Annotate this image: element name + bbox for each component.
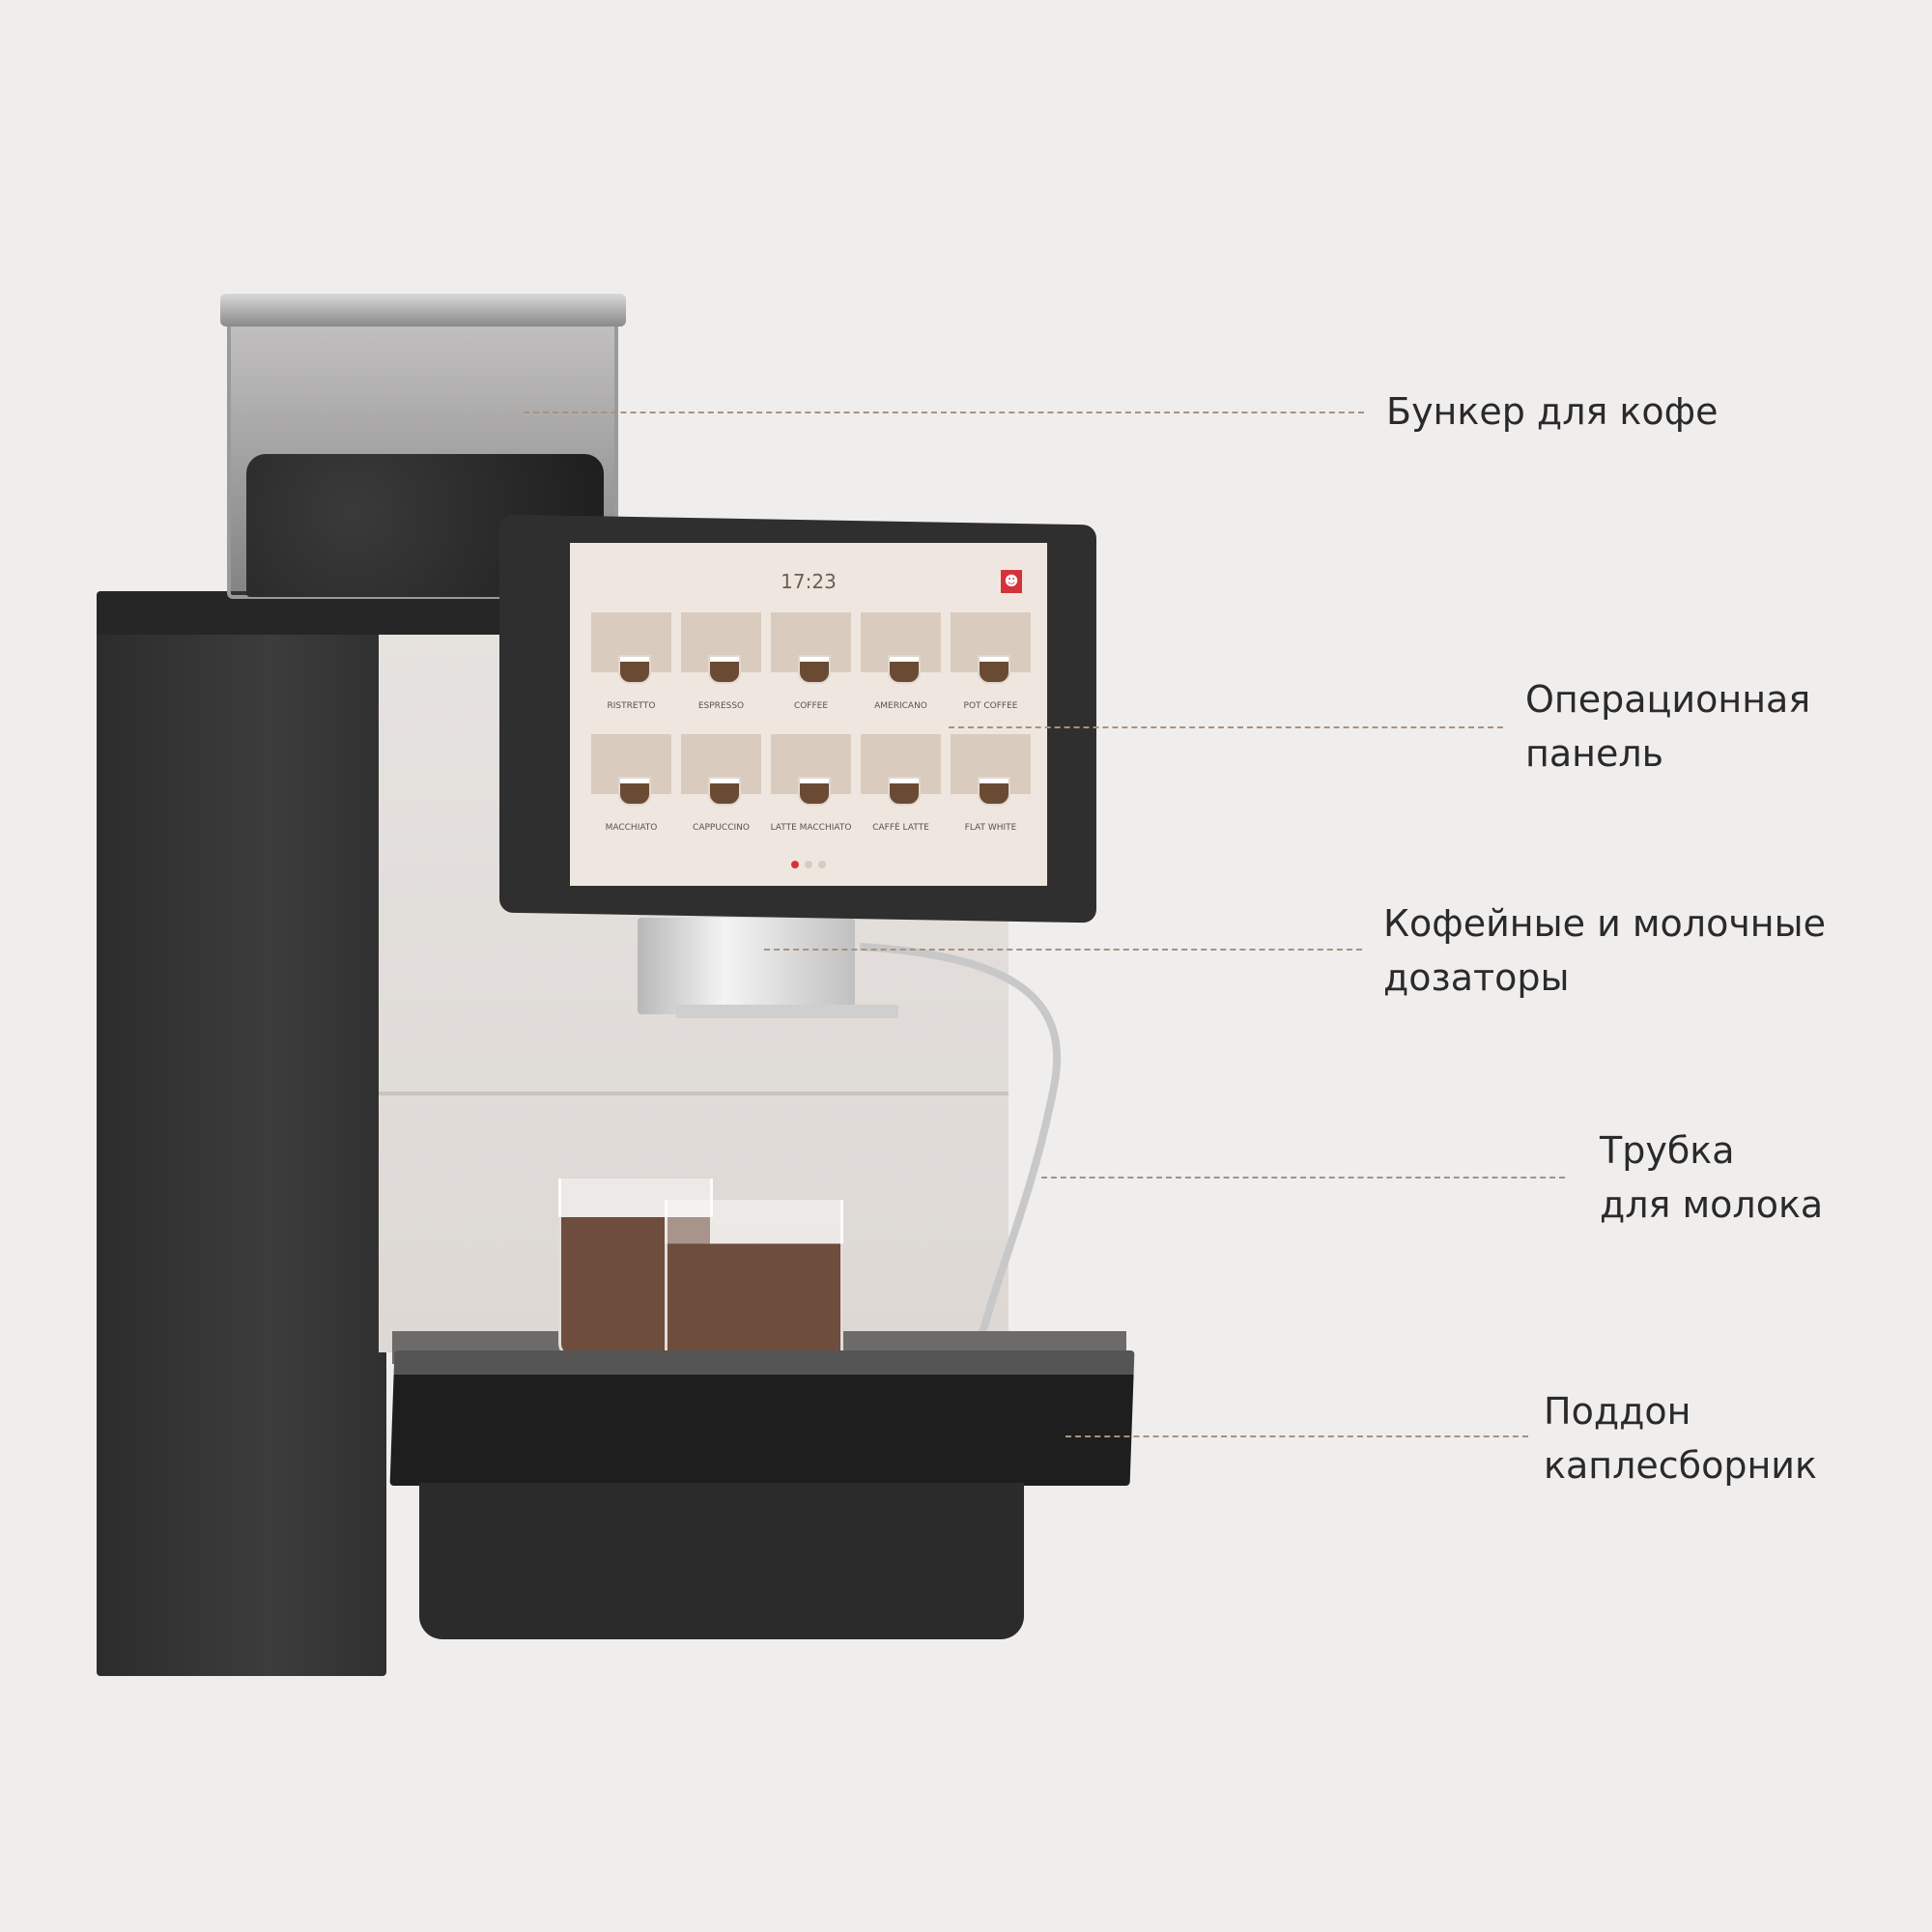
user-icon[interactable]: ☻ [1001,570,1022,593]
drink-grid: RISTRETTO ESPRESSO COFFEE AMERICANO POT … [591,612,1031,842]
callout-text: Операционная [1525,678,1811,721]
callout-drip-tray: Поддон каплесборник [1544,1384,1817,1492]
hopper-lid[interactable] [220,294,626,327]
cup-icon [888,777,921,806]
drink-tile-latte-macchiato[interactable]: LATTE MACCHIATO [771,734,851,842]
drink-tile-coffee[interactable]: COFFEE [771,612,851,721]
callout-text: Кофейные и молочные [1383,902,1827,945]
cup-icon [978,777,1010,806]
drip-tray[interactable] [389,1350,1135,1486]
drink-tile-americano[interactable]: AMERICANO [861,612,941,721]
drink-tile-ristretto[interactable]: RISTRETTO [591,612,671,721]
cup-icon [708,777,741,806]
touchscreen[interactable]: 17:23 ☻ RISTRETTO ESPRESSO COFFEE AMERIC… [570,543,1047,886]
drink-tile-macchiato[interactable]: MACCHIATO [591,734,671,842]
leader-line-drip-tray [1065,1435,1528,1437]
cup-icon [618,655,651,684]
callout-dispensers: Кофейные и молочные дозаторы [1383,896,1826,1005]
drink-tile-cappuccino[interactable]: CAPPUCCINO [681,734,761,842]
callout-text: Трубка [1600,1129,1735,1172]
page-dot[interactable] [805,861,812,868]
cup-icon [888,655,921,684]
leader-line-hopper [524,412,1364,413]
callout-hopper: Бункер для кофе [1386,384,1719,439]
machine-body [97,618,386,1676]
callout-milk-tube: Трубка для молока [1600,1123,1823,1232]
coffee-milk-dispenser [638,918,855,1014]
callout-text: панель [1525,732,1664,775]
callout-text: каплесборник [1544,1444,1817,1487]
page-dot-active[interactable] [791,861,799,868]
clock: 17:23 [781,570,837,593]
callout-panel: Операционная панель [1525,672,1810,781]
callout-text: дозаторы [1383,956,1570,999]
drink-tile-espresso[interactable]: ESPRESSO [681,612,761,721]
leader-line-panel [949,726,1503,728]
leader-line-dispensers [764,949,1362,951]
drink-tile-caffe-latte[interactable]: CAFFÈ LATTE [861,734,941,842]
cup-icon [978,655,1010,684]
drink-tile-pot-coffee[interactable]: POT COFFEE [951,612,1031,721]
cup-icon [708,655,741,684]
cup-icon [798,655,831,684]
callout-text: Поддон [1544,1390,1691,1433]
panel-seam [379,1092,1009,1095]
waste-container [419,1483,1024,1639]
callout-text: Бункер для кофе [1386,390,1719,433]
dispenser-base [676,1005,898,1018]
cup-icon [618,777,651,806]
callout-text: для молока [1600,1183,1824,1226]
page-indicator [570,854,1047,872]
leader-line-milk-tube [1041,1177,1565,1179]
page-dot[interactable] [818,861,826,868]
cup-icon [798,777,831,806]
drink-tile-flat-white[interactable]: FLAT WHITE [951,734,1031,842]
